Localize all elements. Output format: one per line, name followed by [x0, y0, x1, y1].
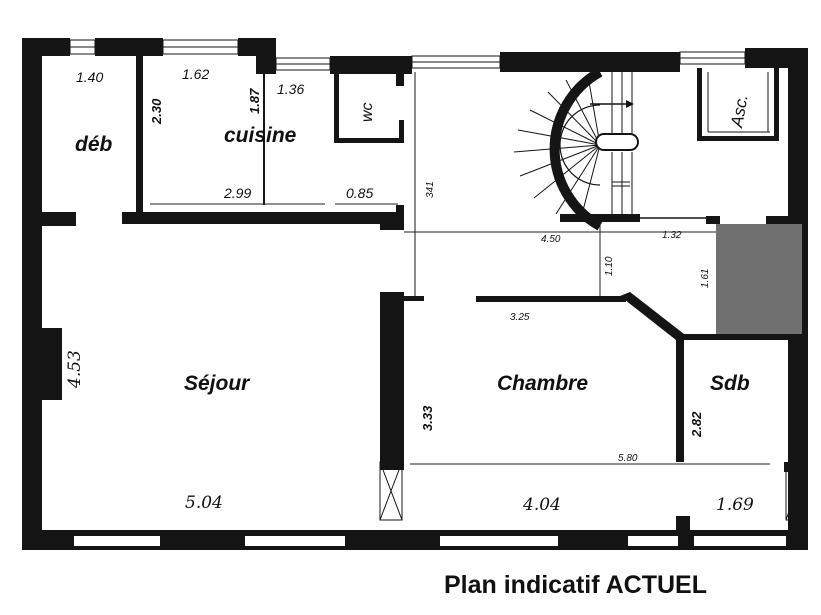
- dim-sejour-depth: 4.53: [65, 350, 85, 389]
- crossed-pillars: [379, 461, 807, 521]
- dim-deb-width: 1.40: [76, 69, 103, 85]
- dim-deb-depth: 2.30: [149, 98, 164, 125]
- spiral-staircase: [513, 67, 706, 231]
- dim-chambre-width: 4.04: [522, 495, 561, 515]
- dim-hall-right: 1.61: [700, 269, 711, 288]
- interior-walls: [22, 56, 808, 530]
- room-label-sdb: Sdb: [710, 372, 750, 395]
- top-windows: [69, 39, 746, 71]
- dim-hall-width: 4.50: [541, 234, 561, 245]
- dim-hall-short: 1.32: [662, 230, 682, 241]
- dim-cuisine-width: 2.99: [223, 185, 251, 201]
- dim-sdb-depth: 2.82: [689, 411, 704, 438]
- room-label-cuisine: cuisine: [224, 124, 297, 147]
- dim-cuisine-depth: 1.87: [247, 88, 262, 114]
- room-label-asc: Asc.: [727, 93, 752, 130]
- dim-wc-width: 0.85: [346, 185, 373, 201]
- dim-corridor: 3.25: [510, 312, 530, 323]
- dim-chambre-depth: 3.33: [420, 405, 435, 431]
- dim-total-width: 5.80: [618, 453, 638, 464]
- dim-cuisine-left-width: 1.62: [182, 66, 209, 82]
- room-label-chambre: Chambre: [497, 372, 588, 395]
- dim-sejour-width: 5.04: [185, 493, 223, 513]
- plan-caption: Plan indicatif ACTUEL: [444, 571, 707, 599]
- dim-cuisine-right-width: 1.36: [277, 81, 304, 97]
- dimension-lines: [150, 203, 770, 465]
- shaft-block: [716, 224, 802, 334]
- dim-hall-depth: 1.10: [604, 256, 615, 276]
- room-label-sejour: Séjour: [184, 372, 251, 395]
- room-label-wc: wc: [359, 102, 376, 122]
- dim-hall-length: 341: [425, 181, 436, 198]
- outer-walls: [22, 38, 808, 550]
- room-label-deb: déb: [75, 133, 113, 156]
- dim-sdb-width: 1.69: [716, 495, 754, 515]
